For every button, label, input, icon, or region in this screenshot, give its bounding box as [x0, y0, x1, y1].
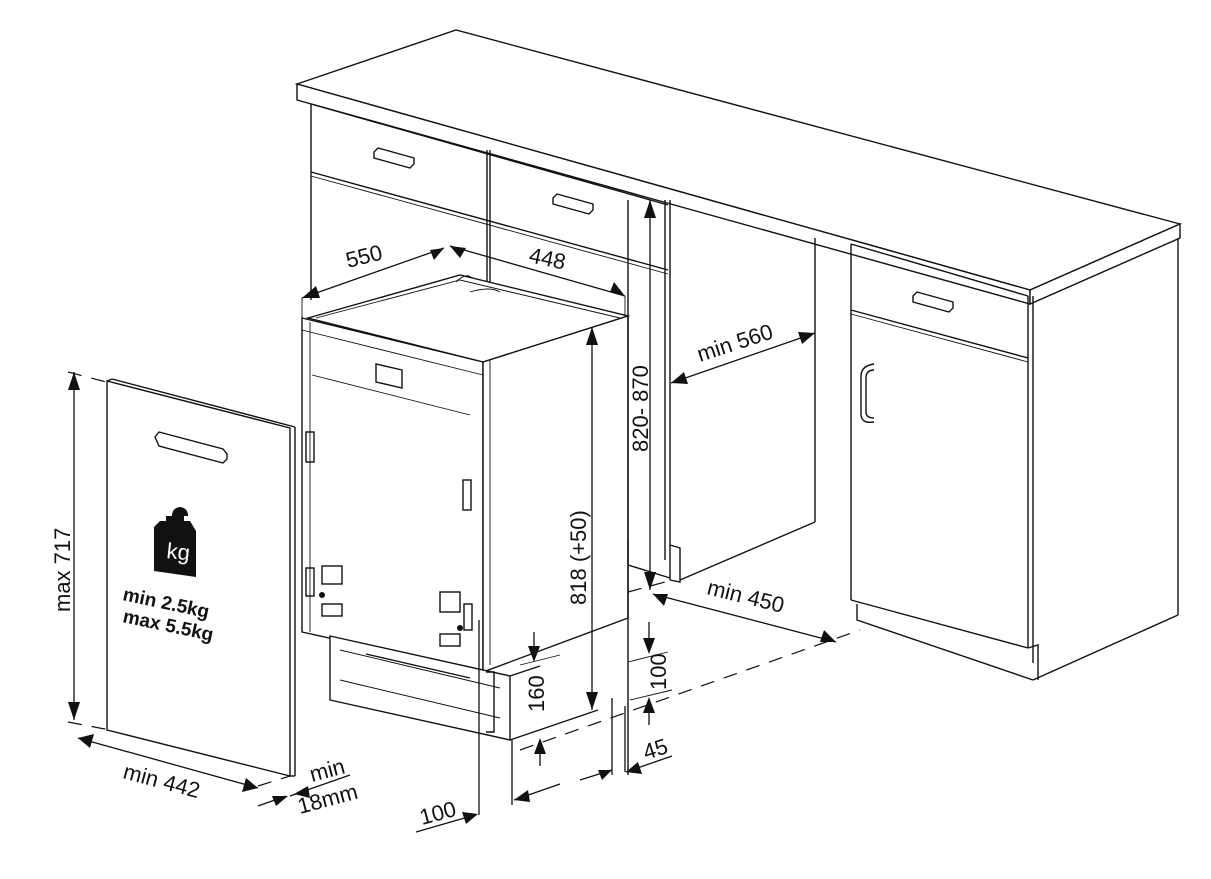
door-handle-icon [860, 363, 875, 424]
top-bracket-icon [375, 363, 403, 389]
countertop-side-edge [1029, 222, 1181, 306]
panel-thickness-label-mm: 18mm [295, 779, 361, 819]
furniture-door-panel: kg min 2.5kg max 5.5kg [106, 378, 296, 777]
drawer-handle-icon [373, 147, 415, 169]
dishwasher-body [301, 274, 631, 741]
drawer-handle-icon [552, 193, 594, 215]
panel-handle-icon [154, 431, 228, 464]
niche-height-dimension: 820- 870 [627, 200, 656, 775]
niche-height-label: 820- 870 [628, 365, 653, 452]
countertop-top [294, 29, 1183, 291]
front-offset-label: 100 [417, 796, 459, 830]
panel-height-dimension: max 717 [50, 372, 80, 720]
niche-width-dimension: min 450 [652, 575, 837, 643]
kg-weight-icon: kg [154, 507, 196, 577]
plinth-depth-dimension: 45 [624, 706, 673, 774]
kick-height-label: 160 [524, 675, 549, 712]
plinth-height-label: 100 [646, 653, 671, 690]
drawer-handle-icon [912, 291, 954, 313]
kick-height-dimension: 160 [519, 632, 561, 766]
appliance-depth-label: 550 [343, 240, 385, 273]
niche-depth-dimension: min 560 [670, 319, 816, 384]
kitchen-cabinets [294, 29, 1183, 681]
svg-text:kg: kg [165, 538, 191, 565]
appliance-height-dimension: 818 (+50) [566, 327, 598, 710]
panel-height-label: max 717 [50, 528, 75, 612]
appliance-height-label: 818 (+50) [566, 510, 591, 605]
plinth-height-dimension: 100 [627, 622, 673, 725]
niche-depth-label: min 560 [694, 319, 776, 367]
panel-width-label: min 442 [121, 759, 203, 803]
floor-guides [67, 371, 861, 787]
plinth-depth-label: 45 [640, 733, 671, 764]
